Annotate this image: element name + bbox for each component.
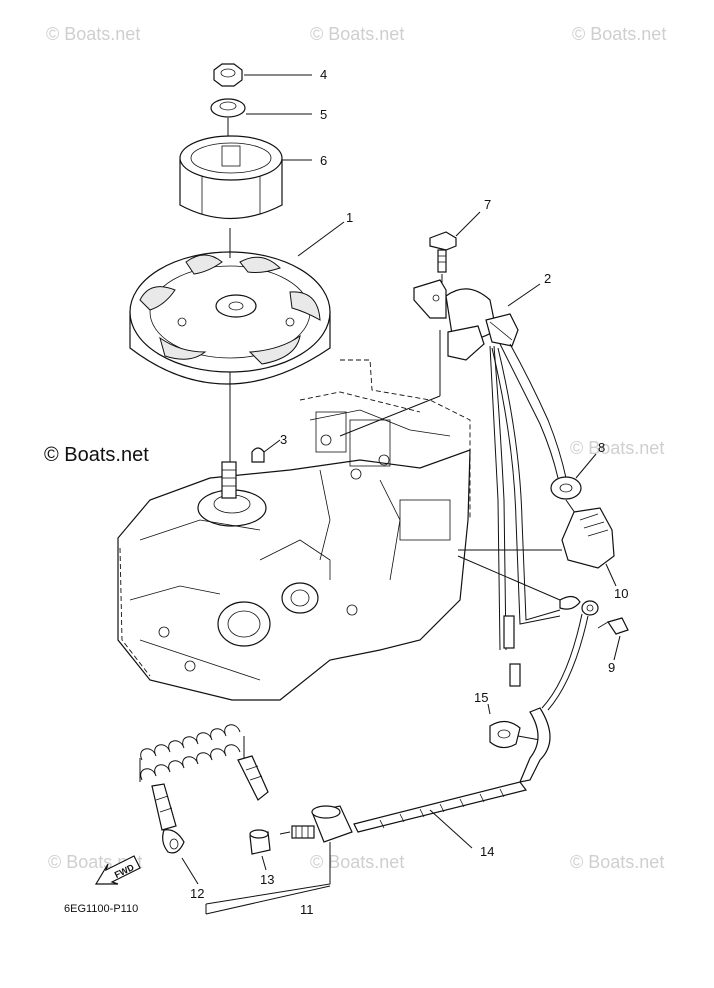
callout-7: 7: [484, 197, 491, 212]
watermark: © Boats.net: [310, 852, 405, 872]
washer-part: [210, 98, 312, 140]
flywheel-part: [129, 221, 345, 385]
callout-10: 10: [614, 586, 628, 601]
callout-9: 9: [608, 660, 615, 675]
callout-6: 6: [320, 153, 327, 168]
lanyard-part: [139, 724, 269, 885]
woodruff-key-part: [251, 439, 281, 463]
watermark: © Boats.net: [310, 24, 405, 44]
callout-3: 3: [280, 432, 287, 447]
figure-code: 6EG1100-P110: [64, 903, 138, 915]
watermark: © Boats.net: [44, 444, 149, 466]
callout-2: 2: [544, 271, 551, 286]
watermark: © Boats.net: [570, 852, 665, 872]
stop-switch-cable-part: [353, 707, 551, 849]
callout-12: 12: [190, 886, 204, 901]
callout-13: 13: [260, 872, 274, 887]
watermark: © Boats.net: [570, 438, 665, 458]
spark-plug-cap-part: [458, 499, 617, 587]
engine-stop-switch-part: [205, 805, 353, 915]
clamp-part: [487, 703, 541, 749]
lock-cap-part: [249, 829, 271, 871]
ignition-coil-part: [339, 279, 567, 651]
bolt-part: [429, 211, 481, 290]
screw-part: [541, 600, 629, 711]
nut-part: [213, 63, 312, 87]
fwd-arrow-icon: FWD: [94, 855, 141, 885]
callout-8: 8: [598, 440, 605, 455]
callout-11: 11: [300, 902, 314, 917]
callout-5: 5: [320, 107, 327, 122]
engine-block: [117, 359, 471, 701]
callout-15: 15: [474, 690, 488, 705]
lead-terminals: [457, 555, 581, 687]
callout-4: 4: [320, 67, 327, 82]
starter-pulley-part: [179, 135, 312, 219]
callout-14: 14: [480, 844, 494, 859]
watermark: © Boats.net: [46, 24, 141, 44]
watermark: © Boats.net: [572, 24, 667, 44]
grommet-part: [550, 453, 597, 500]
callout-1: 1: [346, 210, 353, 225]
